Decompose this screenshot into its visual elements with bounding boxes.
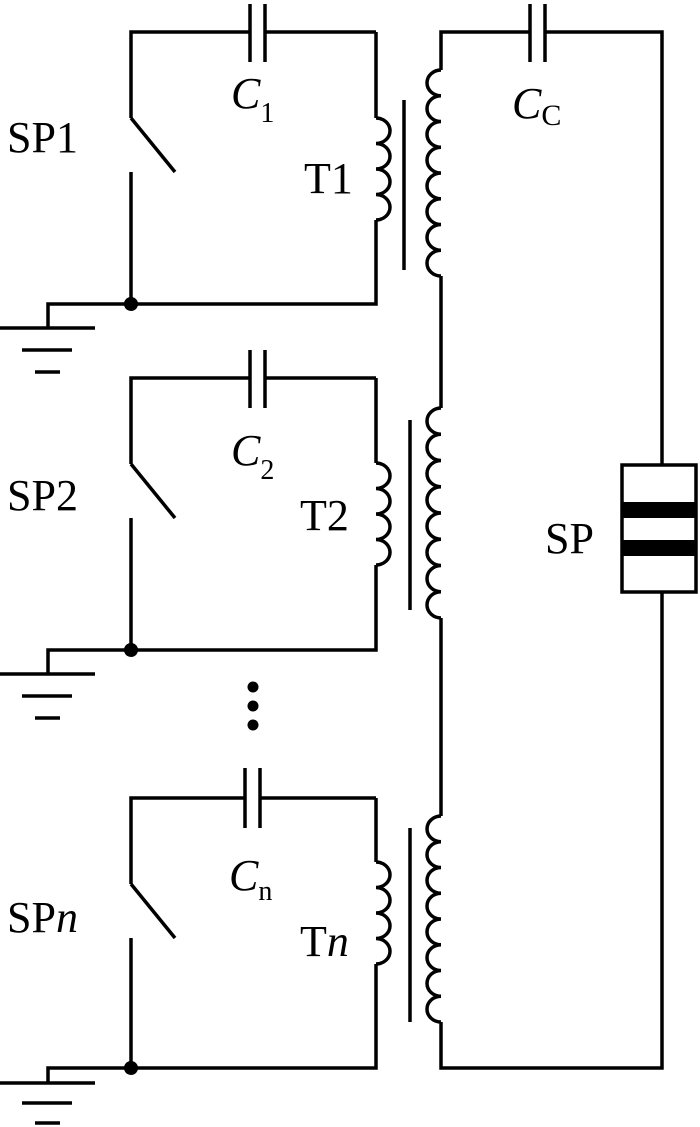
label-cc: CC [512, 79, 561, 132]
label-sp: SP [545, 514, 594, 563]
ellipsis-dots [247, 681, 259, 731]
ground-2-wire [46, 648, 131, 674]
label-c2-sub: 2 [260, 455, 274, 486]
label-tn-suffix: n [327, 917, 349, 966]
capacitor-c1 [248, 4, 267, 62]
ground-n-icon [0, 1081, 95, 1125]
switch-spn [129, 882, 177, 940]
primary-coil-t2 [375, 461, 392, 567]
label-c2-main: C [231, 426, 261, 475]
label-t1: T1 [304, 154, 353, 203]
label-cn: Cn [229, 851, 272, 907]
node-n [124, 1061, 138, 1075]
label-sp1: SP1 [7, 113, 78, 162]
stage-1 [0, 4, 406, 374]
spark-plug-sp [620, 463, 698, 594]
label-cc-sub: C [541, 99, 561, 132]
label-spn-prefix: SP [7, 893, 56, 942]
stage-n-wire [129, 796, 378, 1070]
secondary-coil-n [425, 814, 442, 1024]
switch-sp1 [129, 116, 177, 174]
label-cc-main: C [512, 79, 542, 128]
node-2 [124, 643, 138, 657]
node-1 [124, 297, 138, 311]
ground-n-wire [46, 1066, 131, 1083]
stage-2 [0, 350, 412, 720]
primary-coil-tn [375, 860, 392, 966]
capacitor-cc [528, 4, 547, 62]
ground-1-icon [0, 326, 95, 374]
label-t2: T2 [300, 491, 349, 540]
label-spn: SPn [7, 893, 78, 942]
label-tn-prefix: T [300, 917, 327, 966]
secondary-coil-1 [425, 68, 442, 278]
stage-2-wire [129, 376, 378, 652]
secondary-wire [439, 30, 664, 1070]
capacitor-c2 [248, 350, 267, 408]
secondary-coil-2 [425, 406, 442, 620]
stage-n [0, 768, 412, 1125]
label-c2: C2 [231, 426, 274, 486]
stage-1-wire [129, 30, 378, 306]
label-spn-suffix: n [56, 893, 78, 942]
switch-sp2 [129, 462, 177, 520]
capacitor-cn [243, 768, 262, 828]
label-c1-sub: 1 [260, 98, 274, 129]
label-tn: Tn [300, 917, 349, 966]
secondary-loop [425, 4, 698, 1070]
label-c1-main: C [231, 69, 261, 118]
ground-1-wire [46, 302, 131, 328]
labels: SP1 SP2 SPn C1 C2 Cn CC T1 T2 Tn SP [7, 69, 594, 966]
label-cn-sub: n [258, 876, 272, 907]
ground-2-icon [0, 672, 95, 720]
label-cn-main: C [229, 851, 259, 900]
label-c1: C1 [231, 69, 274, 129]
label-sp2: SP2 [7, 471, 78, 520]
primary-coil-t1 [375, 116, 392, 222]
